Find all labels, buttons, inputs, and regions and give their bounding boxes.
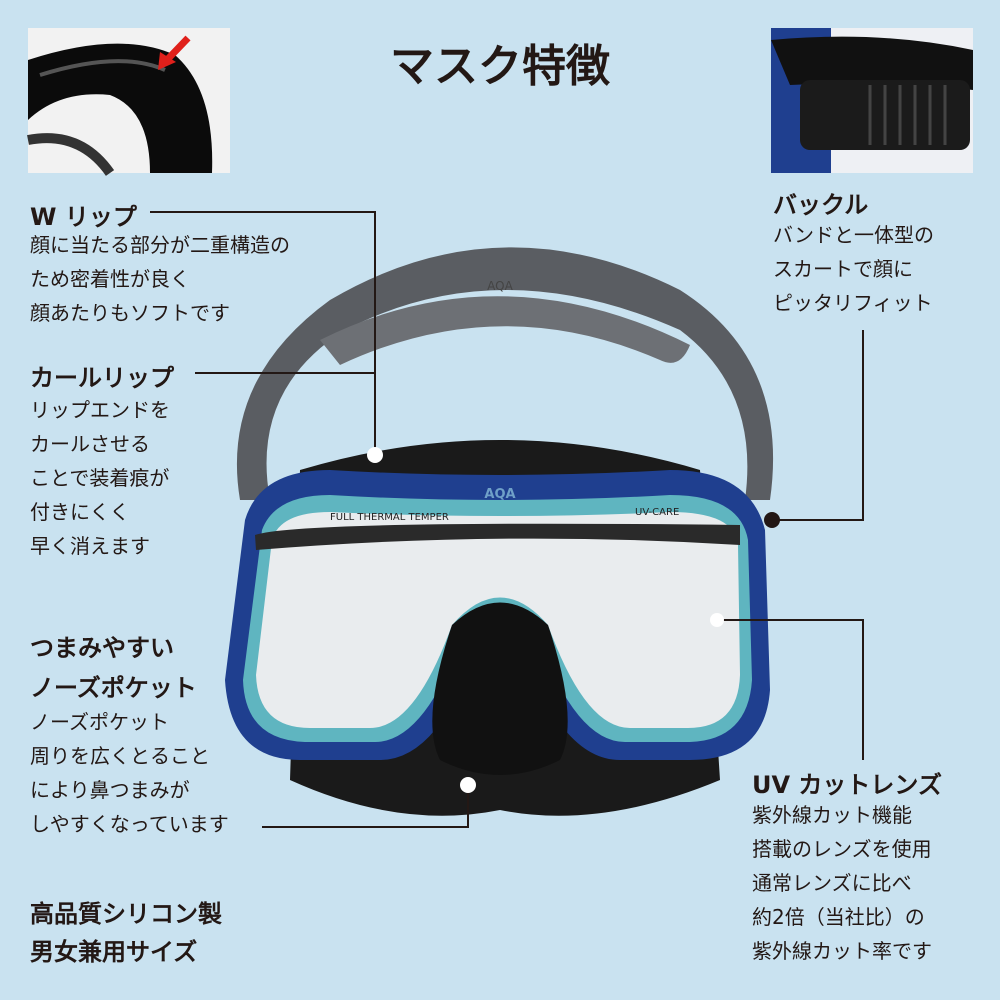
callout-dot xyxy=(460,777,476,793)
uv-lens-heading: UV カットレンズ xyxy=(752,771,942,799)
w-lip-closeup-photo xyxy=(27,28,230,176)
uv-lens-text: 紫外線カット機能 搭載のレンズを使用 通常レンズに比べ 約2倍（当社比）の 紫外… xyxy=(752,803,932,963)
callout-lines xyxy=(150,211,864,828)
nose-pocket-heading: つまみやすい ノーズポケット xyxy=(30,634,197,702)
callout-dot xyxy=(710,613,724,627)
buckle-closeup-photo xyxy=(771,28,973,173)
page-title: マスク特徴 xyxy=(390,41,610,92)
callout-dot xyxy=(764,512,780,528)
nose-pocket-text: ノーズポケット 周りを広くとること により鼻つまみが しやすくなっています xyxy=(30,710,229,836)
strap-logo: AQA xyxy=(487,279,513,293)
nose-pocket xyxy=(432,602,568,775)
w-lip-text: 顔に当たる部分が二重構造の ため密着性が良く 顔あたりもソフトです xyxy=(30,233,290,325)
buckle-text: バンドと一体型の スカートで顔に ピッタリフィット xyxy=(773,223,934,315)
lens xyxy=(256,512,740,728)
strap xyxy=(236,247,774,500)
buckle-heading: バックル xyxy=(773,191,869,219)
curl-lip-heading: カールリップ xyxy=(30,364,174,392)
w-lip-heading: W リップ xyxy=(30,203,137,231)
callout-dot xyxy=(367,447,383,463)
curl-lip-text: リップエンドを カールさせる ことで装着痕が 付きにくく 早く消えます xyxy=(30,398,170,558)
lens-print-left: FULL THERMAL TEMPER xyxy=(330,512,449,523)
frame-logo: AQA xyxy=(484,487,515,502)
material-text: 高品質シリコン製 男女兼用サイズ xyxy=(30,900,222,966)
lens-print-right: UV-CARE xyxy=(635,507,679,518)
